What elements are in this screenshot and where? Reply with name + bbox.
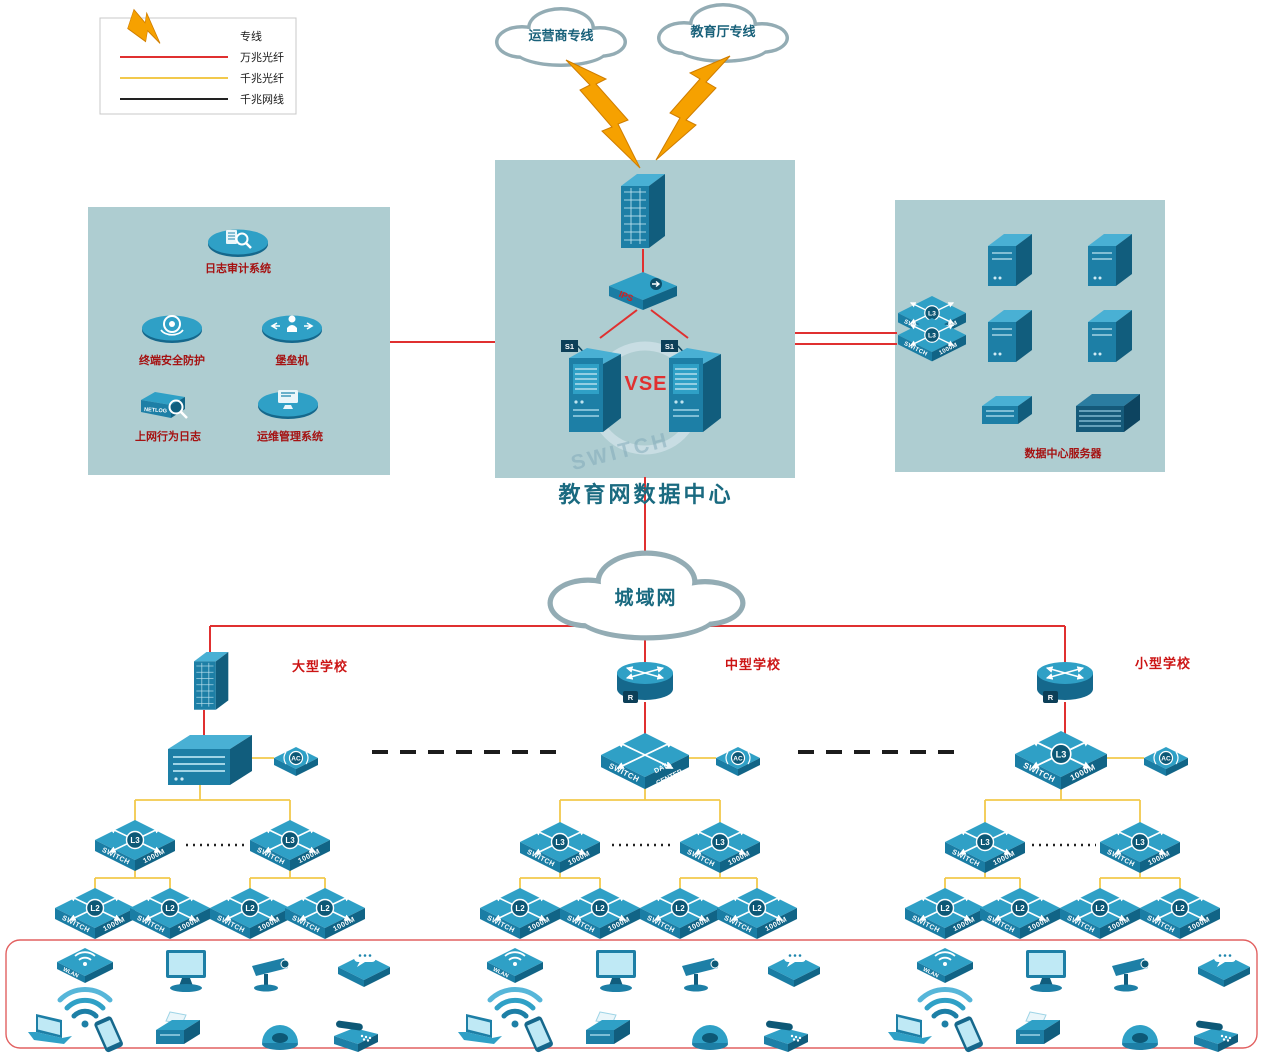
school-large-label: 大型学校 [292, 659, 348, 674]
security-zone-devices: NETLOG 日志审计系统 终端安全防护 堡垒机 上网行为日志 运维管理系统 [135, 229, 323, 443]
vse-label: VSE [624, 373, 667, 395]
l2-switch-icon [55, 888, 135, 939]
legend-label-10g: 万兆光纤 [240, 50, 284, 64]
printer-icon [585, 1011, 631, 1045]
wlan-ap-icon [56, 947, 114, 984]
cloud-man: 城域网 [547, 550, 746, 641]
bastion-host-icon [262, 315, 322, 343]
legend: 专线 万兆光纤 千兆光纤 千兆网线 [99, 8, 297, 115]
endpoint-group-1 [28, 947, 390, 1054]
dome-camera-icon [1122, 1025, 1158, 1050]
l2-switch-icon [480, 888, 560, 939]
desktop-pc-icon [596, 950, 636, 992]
chat-terminal-icon [768, 949, 820, 987]
core-switch-medium-icon [601, 733, 689, 789]
wlan-ap-icon [486, 947, 544, 984]
l3-switch-icon [1100, 822, 1180, 873]
links-1g-fiber [94, 757, 1181, 893]
lightning-link-isp-icon [565, 59, 641, 169]
l2-switch-icon [1060, 888, 1140, 939]
l3-switch-icon [520, 822, 600, 873]
campus-router-small-icon [1037, 662, 1093, 703]
cloud-isp-label: 运营商专线 [528, 28, 593, 43]
legend-label-dedicated: 专线 [240, 29, 262, 43]
l2-switch-icon [1140, 888, 1220, 939]
wlan-ap-icon [916, 947, 974, 984]
desk-phone-icon [334, 1020, 378, 1052]
desktop-pc-icon [166, 950, 206, 992]
l2-switch-icon [560, 888, 640, 939]
core-switch-large-icon [167, 734, 253, 786]
laptop-icon [458, 1014, 502, 1044]
datacenter-title: 教育网数据中心 [558, 482, 733, 507]
label-ops-management: 运维管理系统 [257, 429, 323, 443]
cloud-man-label: 城域网 [614, 586, 677, 609]
l2-switch-icon [980, 888, 1060, 939]
cctv-camera-icon [681, 957, 720, 992]
label-netlog: 上网行为日志 [135, 429, 201, 443]
l2-switch-icon [210, 888, 290, 939]
desk-phone-icon [1194, 1020, 1238, 1052]
l2-switch-icon [130, 888, 210, 939]
l2-switch-icon [717, 888, 797, 939]
label-bastion-host: 堡垒机 [276, 353, 309, 367]
l2-switch-icon [640, 888, 720, 939]
l3-switch-icon [250, 820, 330, 871]
l3-switch-icon [945, 822, 1025, 873]
l3-switch-icon [680, 822, 760, 873]
campus-router-large-icon [193, 651, 229, 711]
lightning-link-edu-icon [655, 55, 731, 161]
dedicated-line-bolts [565, 55, 731, 169]
desktop-pc-icon [1026, 950, 1066, 992]
dome-camera-icon [262, 1025, 298, 1050]
laptop-icon [28, 1014, 72, 1044]
printer-icon [155, 1011, 201, 1045]
school-medium-label: 中型学校 [725, 657, 781, 672]
core-switch-small-icon [1015, 731, 1107, 790]
ac-controller-small-icon [1143, 746, 1189, 777]
cloud-edu: 教育厅专线 [657, 3, 789, 63]
log-audit-icon [208, 229, 268, 257]
desk-phone-icon [764, 1020, 808, 1052]
l2-switch-icon [285, 888, 365, 939]
cloud-edu-label: 教育厅专线 [689, 24, 755, 39]
server-zone-label: 数据中心服务器 [1025, 446, 1103, 460]
printer-icon [1015, 1011, 1061, 1045]
label-terminal-security: 终端安全防护 [139, 353, 205, 367]
l3-switch-icon [95, 820, 175, 871]
netlog-device-icon: NETLOG [141, 392, 188, 419]
school-small-label: 小型学校 [1135, 656, 1191, 671]
chat-terminal-icon [338, 949, 390, 987]
label-log-audit: 日志审计系统 [205, 261, 271, 275]
ac-controller-large-icon [273, 746, 319, 777]
dome-camera-icon [692, 1025, 728, 1050]
endpoint-group-3 [888, 947, 1250, 1054]
ac-controller-medium-icon [715, 746, 761, 777]
svg-text:NETLOG: NETLOG [144, 407, 167, 415]
l2-switch-icon [905, 888, 985, 939]
gateway-firewall-icon [620, 173, 666, 249]
campus-router-medium-icon [617, 662, 673, 703]
cctv-camera-icon [251, 957, 290, 992]
dc-server-2-icon [1087, 233, 1133, 287]
dc-server-3-icon [987, 309, 1033, 363]
endpoint-zone-border [5, 939, 1258, 1049]
school-large-devices [55, 651, 365, 939]
legend-label-1g-cable: 千兆网线 [240, 92, 284, 106]
legend-label-1g-fiber: 千兆光纤 [240, 71, 284, 85]
laptop-icon [888, 1014, 932, 1044]
cloud-isp: 运营商专线 [495, 7, 627, 67]
terminal-security-icon [142, 315, 202, 343]
dc-server-4-icon [1087, 309, 1133, 363]
endpoint-group-2 [458, 947, 820, 1054]
server-zone-devices: 数据中心服务器 [898, 233, 1141, 460]
chat-terminal-icon [1198, 949, 1250, 987]
ops-management-icon [258, 390, 318, 419]
cctv-camera-icon [1111, 957, 1150, 992]
dc-server-1-icon [987, 233, 1033, 287]
dc-rack-icon [1075, 393, 1141, 433]
